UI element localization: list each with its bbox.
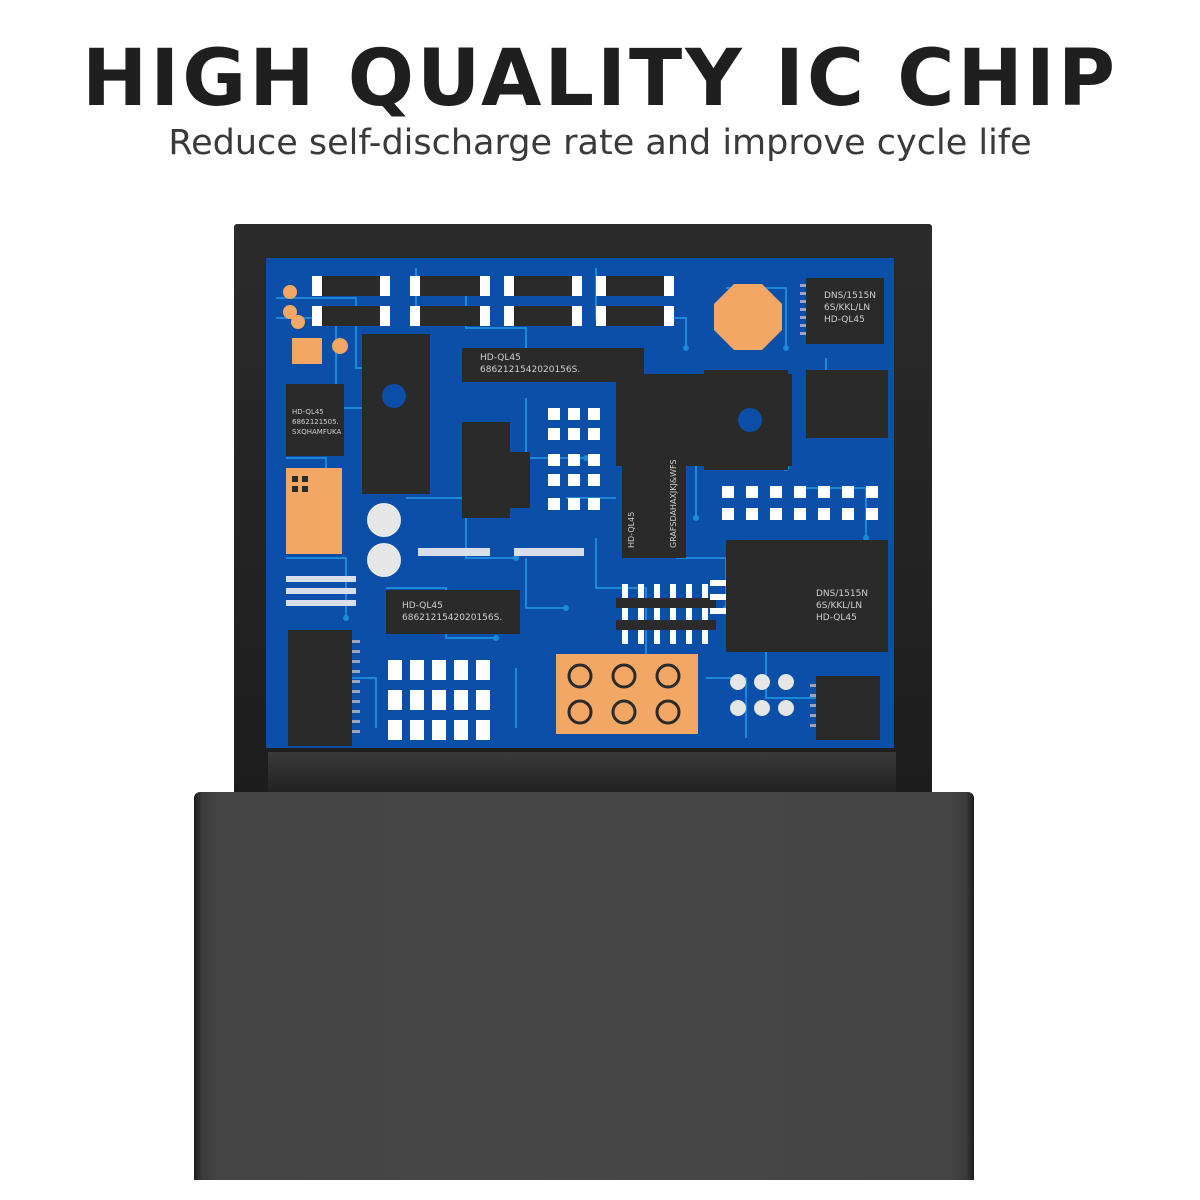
chip-label: HD-QL45 (292, 408, 324, 416)
chip-label: HD-QL45 (816, 613, 857, 623)
pin-rows (622, 584, 708, 644)
circuit-board: DNS/1515N 6S/KKL/LN HD-QL45 HD-QL45 6862… (266, 258, 894, 748)
transistor-left (362, 334, 430, 494)
resistor-row-top (312, 276, 674, 326)
chip-mid: HD-QL45 6862121542020156S. (462, 348, 644, 382)
subline: Reduce self-discharge rate and improve c… (168, 123, 1032, 163)
chip-label: DNS/1515N (816, 589, 868, 599)
chip-label: 6S/KKL/LN (824, 303, 870, 313)
battery-case-body (194, 792, 974, 1180)
chip-label: 6862121542020156S. (402, 613, 502, 623)
chip-label: HD-QL45 (627, 512, 636, 548)
chip-label: SXQHAMFUKA (292, 428, 341, 436)
chip-bottom-left (288, 630, 360, 746)
chip-center: HD-QL45 6862121542020156S. (386, 590, 520, 634)
chip-top-right: DNS/1515N 6S/KKL/LN HD-QL45 (800, 278, 884, 344)
solder-balls (730, 674, 794, 716)
connector-pad (556, 654, 698, 734)
orange-components (283, 284, 782, 554)
chip-label: HD-QL45 (480, 353, 521, 363)
chip-left: HD-QL45 6862121505. SXQHAMFUKA (286, 384, 344, 456)
chip-vertical: HD-QL45 GRAFSDAHAXJKJ&WFS (622, 459, 686, 558)
chip-bottom-right (810, 676, 880, 740)
pad-grid-right (722, 486, 878, 520)
chip-small-right (806, 370, 888, 438)
chip-label: 6S/KKL/LN (816, 601, 862, 611)
pad-grid-center (548, 408, 600, 510)
transistor-right (616, 370, 792, 470)
chip-label: HD-QL45 (824, 315, 865, 325)
battery-case-lip (268, 752, 896, 792)
chip-label: GRAFSDAHAXJKJ&WFS (669, 459, 678, 548)
chip-label: 6862121542020156S. (480, 365, 580, 375)
connector-strips (286, 548, 584, 606)
pad-grid-bottom (388, 660, 490, 740)
chip-label: HD-QL45 (402, 601, 443, 611)
component-block (462, 422, 530, 518)
chip-right: DNS/1515N 6S/KKL/LN HD-QL45 (710, 540, 888, 652)
chip-label: 6862121505. (292, 418, 339, 426)
chip-label: DNS/1515N (824, 291, 876, 301)
capacitors (367, 503, 401, 577)
headline: HIGH QUALITY IC CHIP (81, 34, 1119, 124)
